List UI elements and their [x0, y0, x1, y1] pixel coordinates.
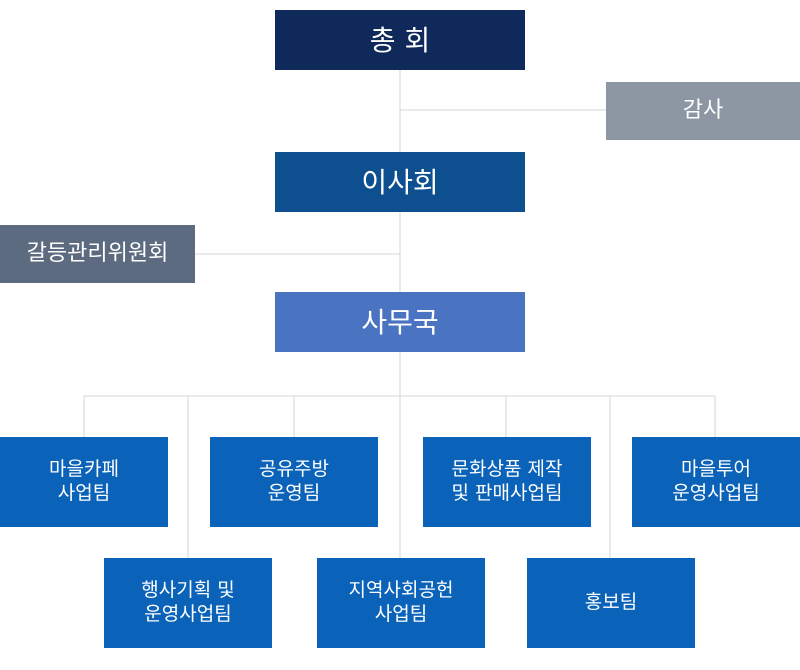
general-assembly-label: 총 회: [369, 23, 431, 57]
team-label-line1: 행사기획 및: [141, 579, 235, 602]
conflict-committee-box: 갈등관리위원회: [0, 225, 195, 283]
team-label-line2: 사업팀: [57, 482, 111, 504]
auditor-box: 감사: [606, 82, 800, 140]
secretariat-label: 사무국: [361, 305, 439, 339]
team-label-line1: 홍보팀: [584, 591, 638, 614]
team-label-line1: 공유주방: [259, 458, 329, 481]
team-label-line1: 지역사회공헌: [348, 579, 454, 602]
board-label: 이사회: [361, 165, 439, 199]
team-box: 문화상품 제작 및 판매사업팀: [423, 437, 591, 527]
team-label-line1: 문화상품 제작: [451, 458, 563, 481]
team-box: 홍보팀: [527, 558, 695, 648]
team-label-line1: 마을카페: [49, 458, 119, 481]
team-box: 마을투어 운영사업팀: [632, 437, 800, 527]
team-box: 마을카페 사업팀: [0, 437, 168, 527]
team-box: 공유주방 운영팀: [210, 437, 378, 527]
auditor-label: 감사: [682, 98, 724, 124]
team-label-line1: 마을투어: [681, 458, 751, 481]
team-box: 지역사회공헌 사업팀: [317, 558, 485, 648]
conflict-committee-label: 갈등관리위원회: [26, 241, 169, 267]
team-label-line2: 운영사업팀: [144, 603, 232, 625]
team-label-line2: 운영팀: [267, 482, 321, 504]
team-label-line2: 및 판매사업팀: [451, 482, 563, 504]
team-label-line2: 운영사업팀: [672, 482, 760, 504]
general-assembly-box: 총 회: [275, 10, 525, 70]
secretariat-box: 사무국: [275, 292, 525, 352]
team-label-line2: 사업팀: [374, 603, 428, 625]
board-box: 이사회: [275, 152, 525, 212]
team-box: 행사기획 및 운영사업팀: [104, 558, 272, 648]
